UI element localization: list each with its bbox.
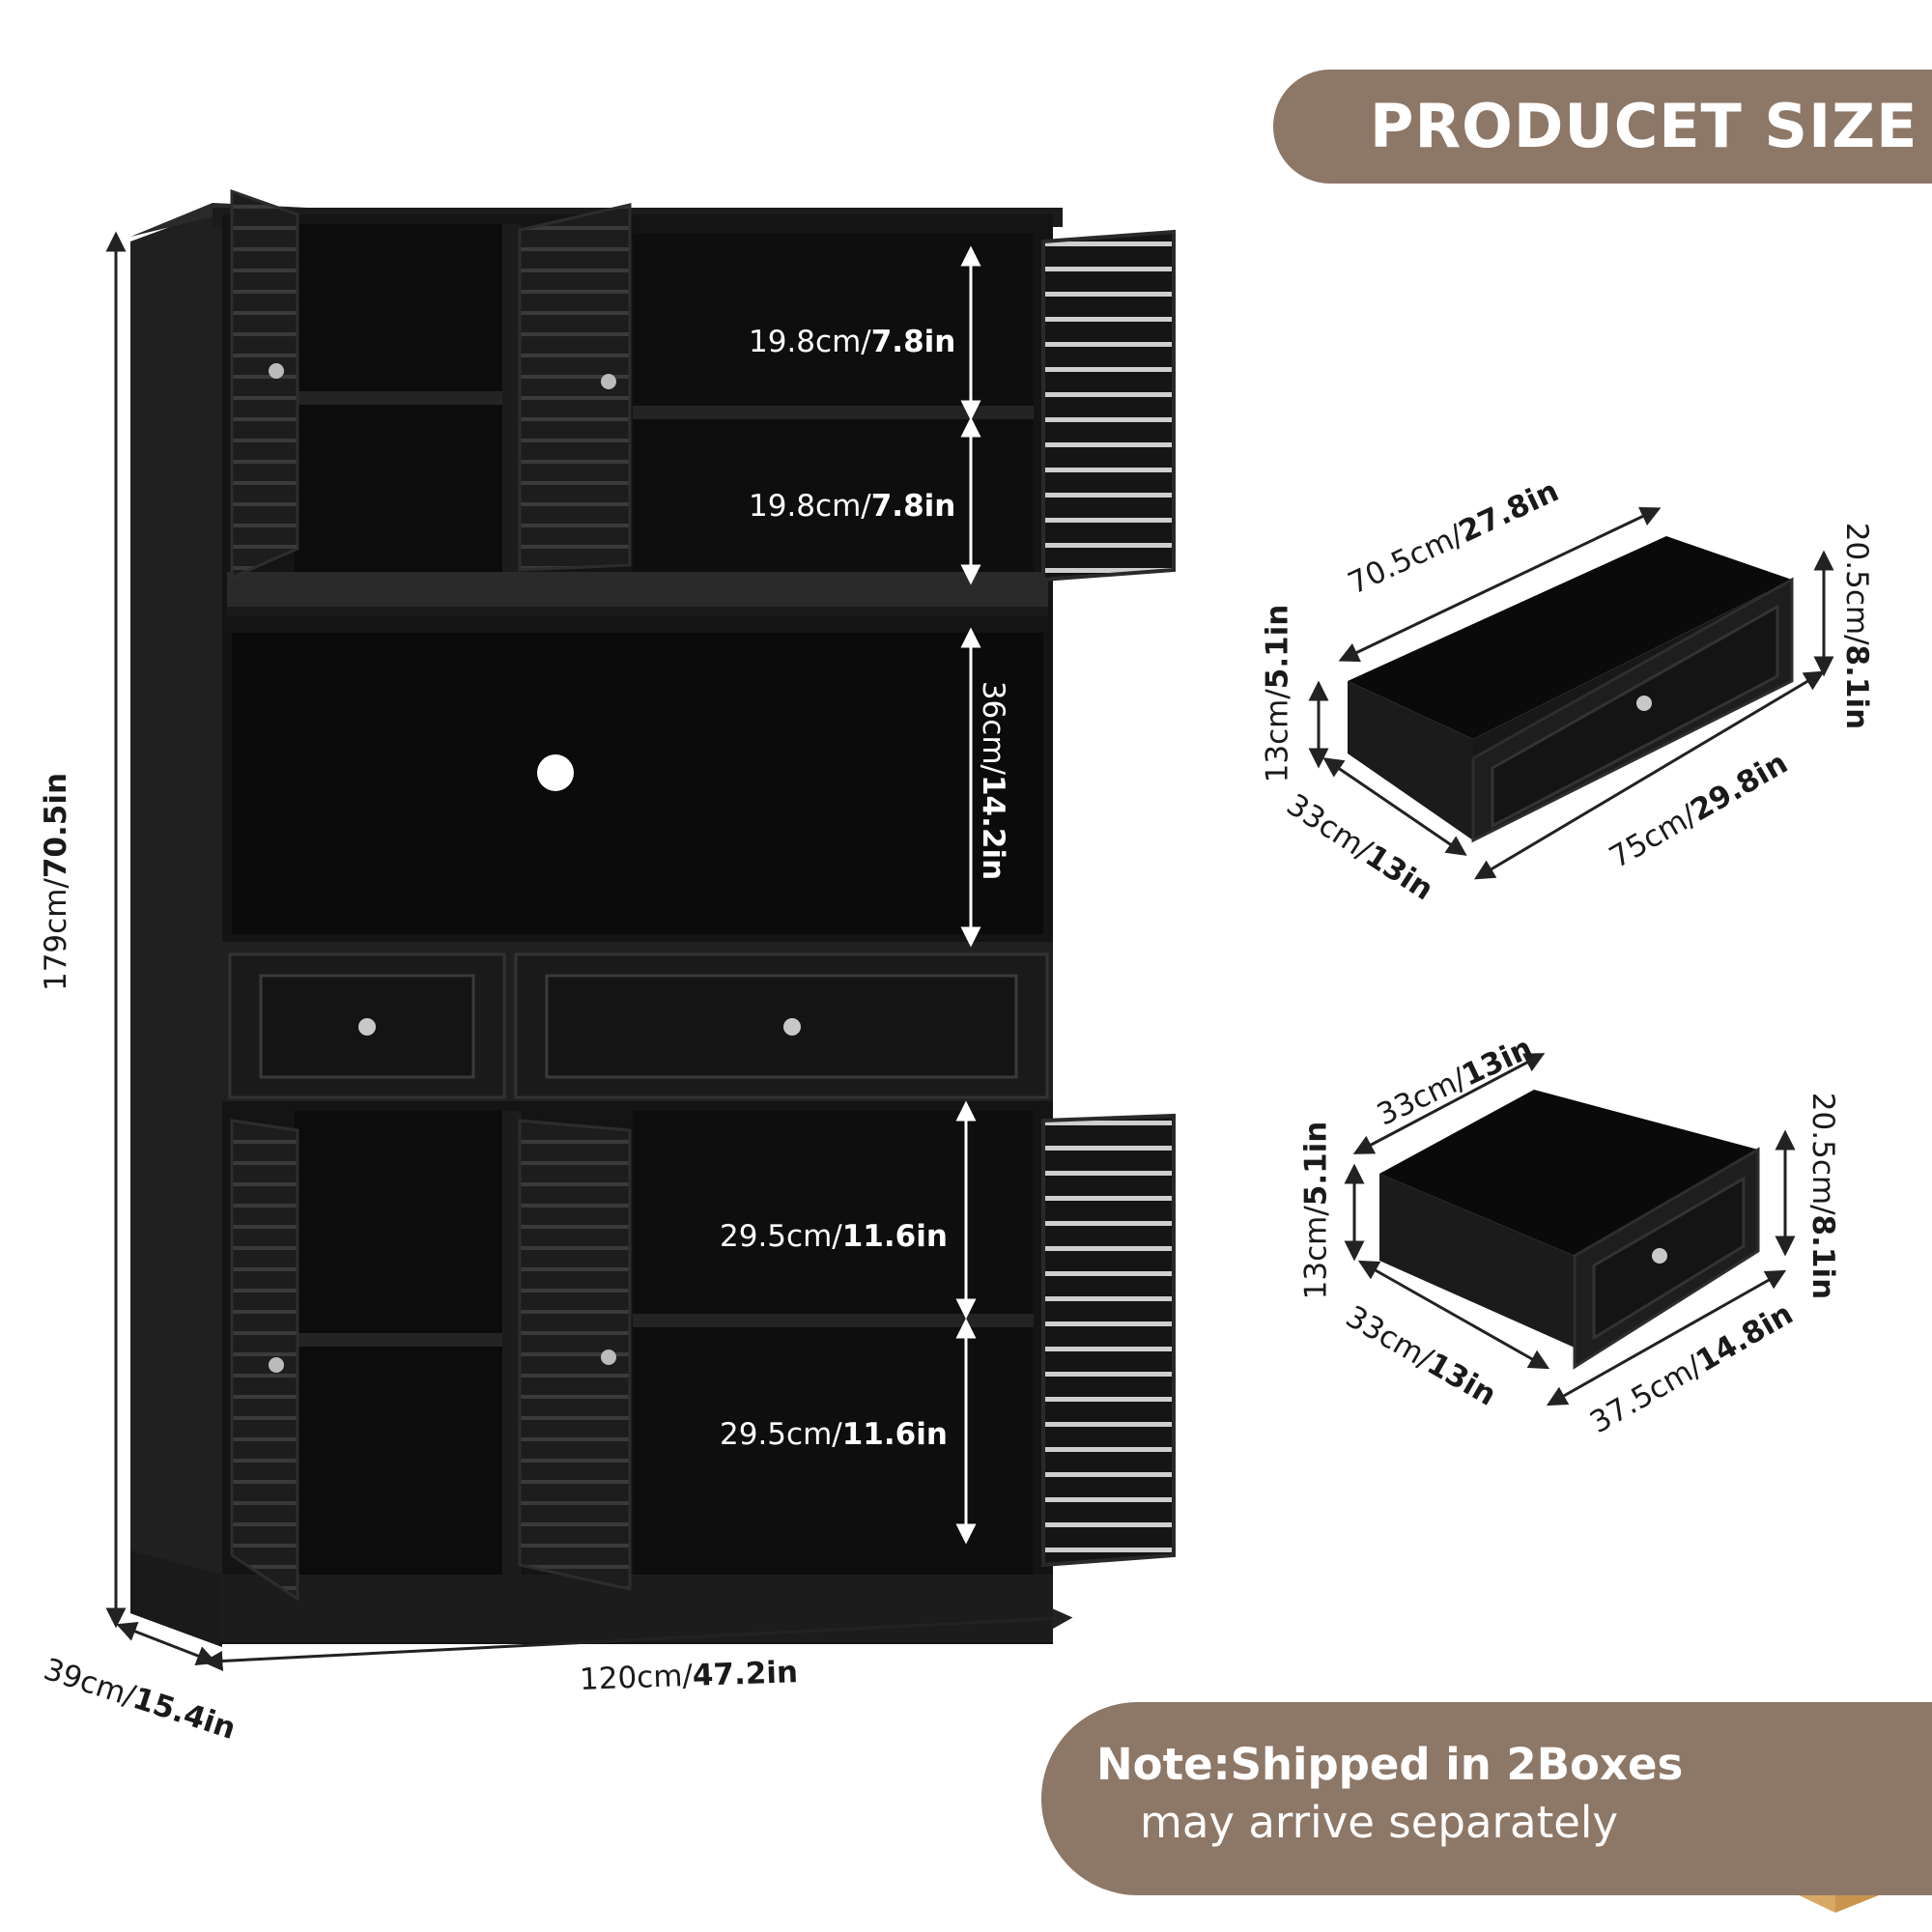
shipping-note-line2: may arrive separately <box>1140 1797 1619 1848</box>
middle-compartment-label: 36cm/14.2in <box>976 680 1011 881</box>
lower-shelf2-label: 29.5cm/11.6in <box>720 1417 948 1452</box>
upper-shelf2-label: 19.8cm/7.8in <box>749 489 956 524</box>
shipping-note-line1: Note:Shipped in 2Boxes <box>1096 1739 1684 1790</box>
page-title: PRODUCET SIZE <box>1370 91 1918 161</box>
cabinet <box>105 188 1176 1671</box>
large-drawer-front-height-label: 20.5cm/8.1in <box>1839 522 1875 730</box>
lower-shelf1-label: 29.5cm/11.6in <box>720 1219 948 1254</box>
small-drawer-front-height-label: 20.5cm/8.1in <box>1805 1092 1841 1300</box>
large-drawer-inner-height-label: 13cm/5.1in <box>1260 604 1295 783</box>
upper-shelf1-label: 19.8cm/7.8in <box>749 325 956 359</box>
large-drawer <box>1308 507 1834 880</box>
shipping-note-banner <box>1041 1702 1932 1895</box>
title-banner: PRODUCET SIZE <box>1273 70 1932 184</box>
small-drawer <box>1344 1053 1796 1406</box>
cabinet-height-label: 179cm/70.5in <box>39 772 74 992</box>
small-drawer-inner-height-label: 13cm/5.1in <box>1298 1121 1334 1300</box>
